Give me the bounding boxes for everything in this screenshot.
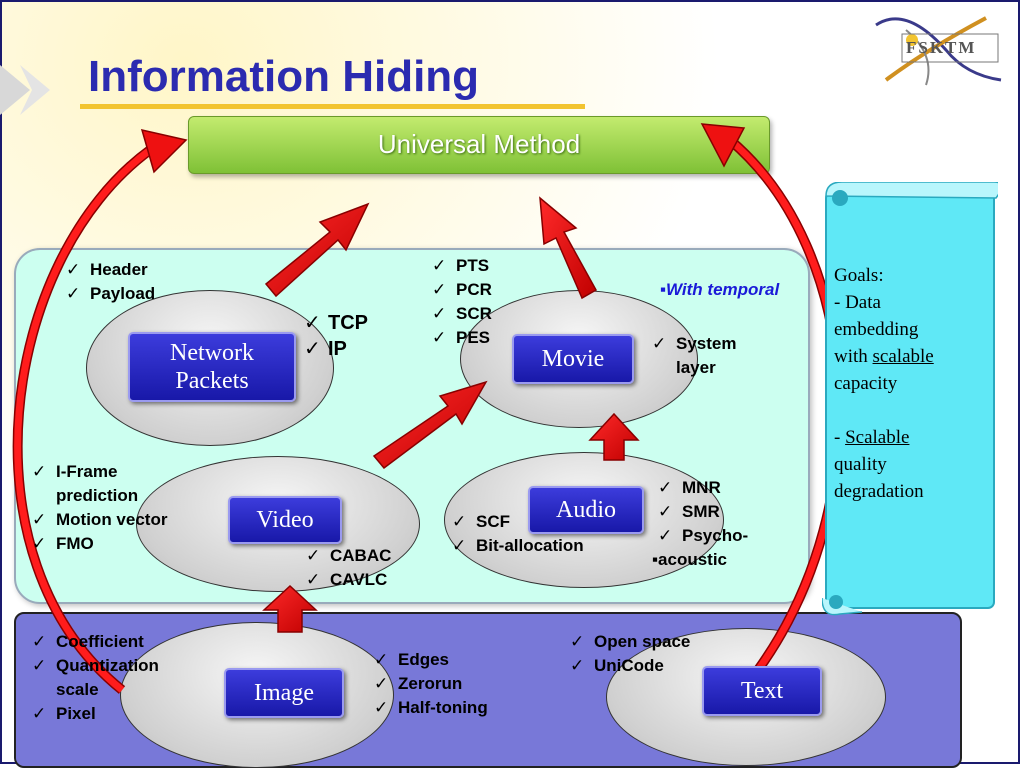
audio-coding-list: SCF Bit-allocation xyxy=(446,510,584,558)
goal-line: with scalable xyxy=(834,343,984,370)
list-item: PTS xyxy=(426,254,492,278)
video-node: Video xyxy=(228,496,342,544)
list-item: Payload xyxy=(60,282,155,306)
list-item-continuation: scale xyxy=(56,680,99,699)
network-protocol-list: TCP IP xyxy=(298,310,368,362)
list-item: MNR xyxy=(652,476,748,500)
network-node-line1: Network xyxy=(170,340,254,366)
image-coefficient-list: Coefficient Quantization scale Pixel xyxy=(26,630,159,726)
list-item: Pixel xyxy=(26,702,159,726)
list-item: CAVLC xyxy=(300,568,391,592)
list-item: Psycho- xyxy=(652,524,748,548)
audio-psycho-list: MNR SMR Psycho- ▪acoustic xyxy=(652,476,748,572)
movie-node: Movie xyxy=(512,334,634,384)
list-item: Open space xyxy=(564,630,690,654)
logo-text: FSKTM xyxy=(906,38,977,57)
image-edges-list: Edges Zerorun Half-toning xyxy=(368,648,488,720)
video-prediction-list: I-Frame prediction Motion vector FMO xyxy=(26,460,167,556)
network-node-line2: Packets xyxy=(175,368,249,394)
goal-line: embedding xyxy=(834,319,919,340)
list-item: PES xyxy=(426,326,492,350)
network-header-list: Header Payload xyxy=(60,258,155,306)
goals-text: Goals: - Data embedding with scalable ca… xyxy=(834,262,984,505)
network-to-universal-arrow xyxy=(264,202,370,298)
list-item: TCP xyxy=(298,310,368,336)
universal-method-box: Universal Method xyxy=(188,116,770,174)
list-item: System xyxy=(646,332,736,356)
title-underline xyxy=(80,104,585,109)
list-item: Zerorun xyxy=(368,672,488,696)
goal-fragment: - xyxy=(834,427,846,448)
audio-to-movie-arrow xyxy=(588,412,640,461)
list-item: FMO xyxy=(26,532,167,556)
list-item-continuation: ▪acoustic xyxy=(652,550,728,569)
goals-heading: Goals: xyxy=(834,265,884,286)
list-item: UniCode xyxy=(564,654,690,678)
list-item: SCR xyxy=(426,302,492,326)
video-entropy-list: CABAC CAVLC xyxy=(300,544,391,592)
list-item: Header xyxy=(60,258,155,282)
goal-line: quality xyxy=(834,454,887,475)
image-to-universal-arrow xyxy=(12,128,188,694)
goal-line: degradation xyxy=(834,481,924,502)
list-item: CABAC xyxy=(300,544,391,568)
list-item: Quantization xyxy=(26,654,159,678)
universal-method-label: Universal Method xyxy=(377,129,581,159)
fsktm-logo-icon xyxy=(875,16,1002,86)
video-to-movie-arrow xyxy=(372,380,488,470)
goal-fragment: with xyxy=(834,346,873,367)
goal-underlined: Scalable xyxy=(845,427,910,448)
movie-system-list: System layer xyxy=(646,332,736,380)
list-item: Half-toning xyxy=(368,696,488,720)
goals-scroll xyxy=(822,182,998,616)
movie-to-universal-arrow xyxy=(539,196,598,300)
movie-stream-list: PTS PCR SCR PES xyxy=(426,254,492,350)
text-node: Text xyxy=(702,666,822,716)
network-packets-node: Network Packets xyxy=(128,332,296,402)
with-temporal-text: With temporal xyxy=(666,280,780,299)
goal-underlined: scalable xyxy=(872,346,934,367)
list-item: IP xyxy=(298,336,368,362)
image-node: Image xyxy=(224,668,344,718)
list-item: SCF xyxy=(446,510,584,534)
text-method-list: Open space UniCode xyxy=(564,630,690,678)
goal-line: - Data xyxy=(834,292,881,313)
chevron-decoration-icon xyxy=(0,65,50,115)
list-item: I-Frame xyxy=(26,460,167,484)
list-item-continuation: layer xyxy=(676,358,716,377)
with-temporal-note: ▪With temporal xyxy=(660,280,780,299)
list-item: Motion vector xyxy=(26,508,167,532)
list-item: Edges xyxy=(368,648,488,672)
slide-title: Information Hiding xyxy=(88,52,480,101)
goal-line: capacity xyxy=(834,373,898,394)
list-item: SMR xyxy=(652,500,748,524)
acoustic-text: acoustic xyxy=(658,550,728,569)
goal-line: - Scalable xyxy=(834,424,984,451)
list-item: Bit-allocation xyxy=(446,534,584,558)
text-to-universal-arrow xyxy=(700,123,845,673)
image-to-video-arrow xyxy=(262,584,318,633)
list-item: PCR xyxy=(426,278,492,302)
list-item-continuation: prediction xyxy=(56,486,139,505)
list-item: Coefficient xyxy=(26,630,159,654)
